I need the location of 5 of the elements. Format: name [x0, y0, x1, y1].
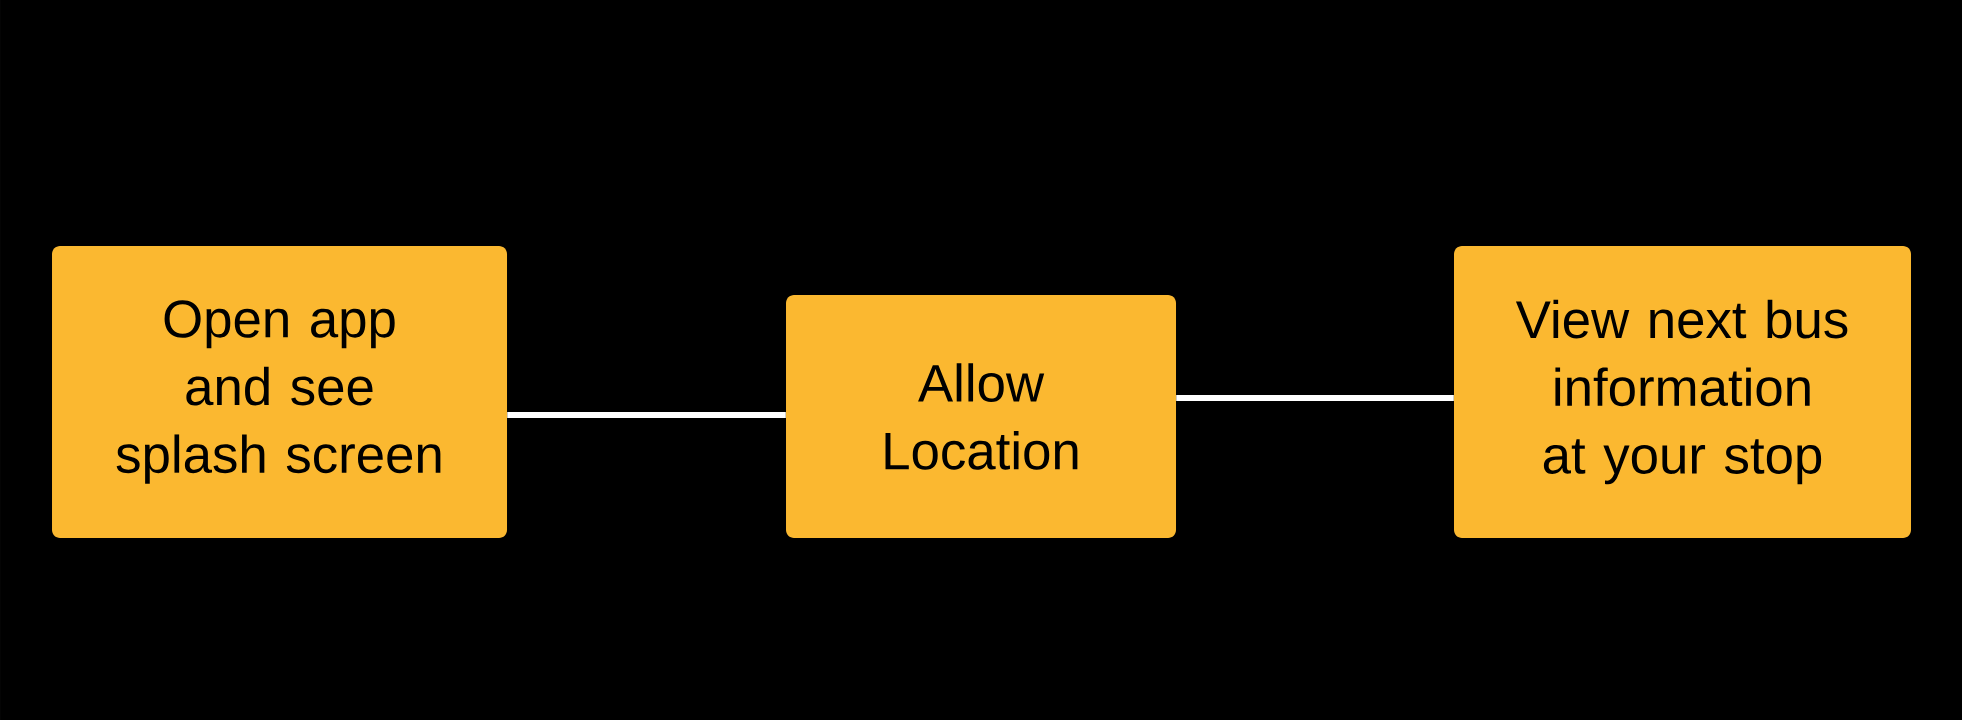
process-box: Allow Location: [786, 295, 1176, 538]
process-box: Open app and see splash screen: [52, 246, 507, 538]
process-box: View next bus information at your stop: [1454, 246, 1911, 538]
connector-line: [1176, 395, 1454, 401]
connector-line: [507, 412, 786, 418]
